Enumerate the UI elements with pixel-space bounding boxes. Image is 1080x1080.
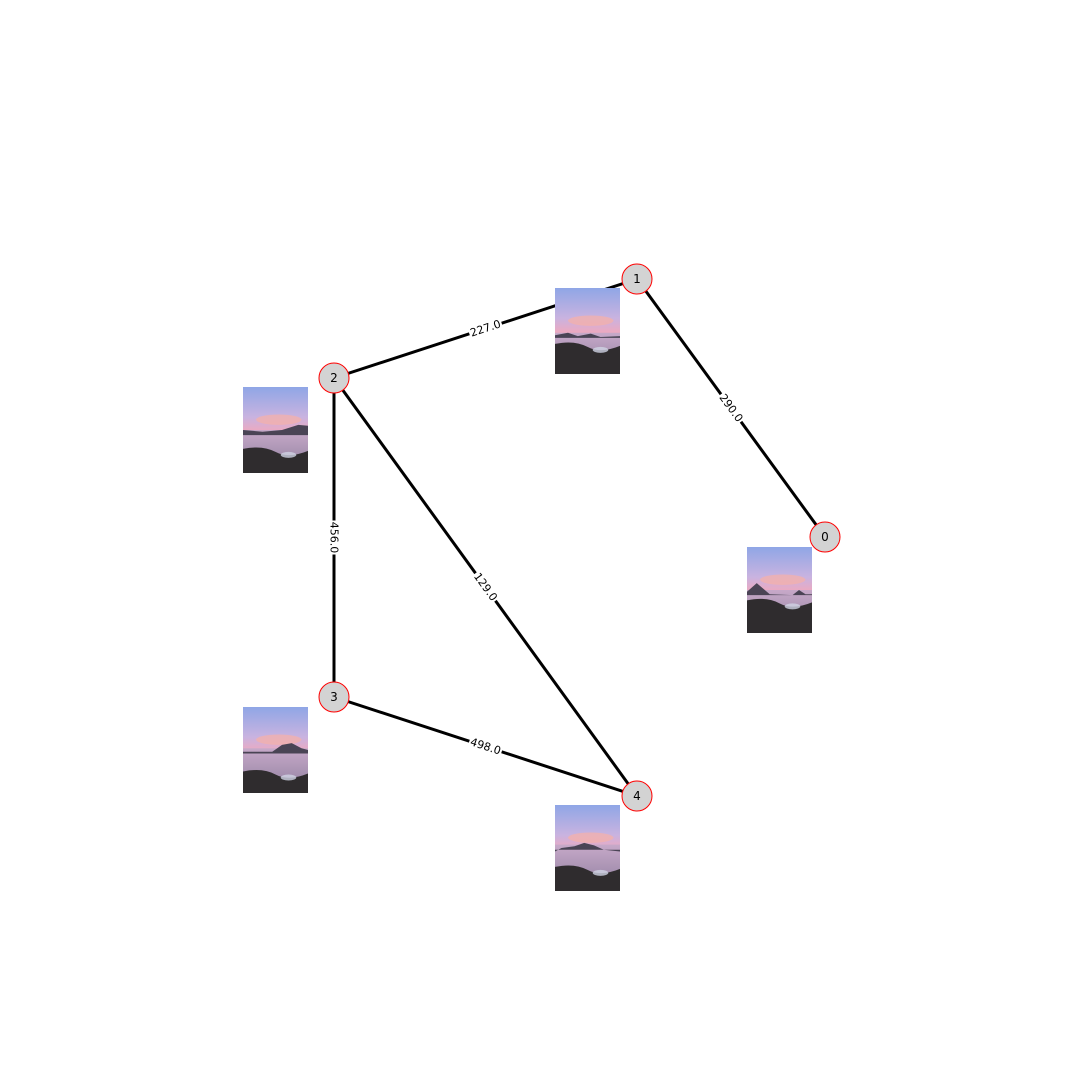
photo-hills bbox=[243, 424, 308, 436]
node-2: 2 bbox=[318, 362, 350, 394]
photo-sunset-glow bbox=[568, 832, 614, 843]
photo-sunset-glow bbox=[760, 574, 806, 585]
edge-weight-label: 498.0 bbox=[469, 735, 503, 757]
edge-label-background bbox=[327, 520, 341, 555]
photo-rocks bbox=[784, 603, 801, 610]
edge-3-4: 498.0 bbox=[333, 695, 638, 798]
photo-hills bbox=[243, 743, 308, 754]
photo-rocks bbox=[592, 346, 609, 353]
node-1-thumbnail-photo bbox=[555, 288, 620, 374]
node-0: 0 bbox=[809, 521, 841, 553]
edge-weight-label-group: 129.0 bbox=[469, 569, 502, 605]
node-3: 3 bbox=[318, 681, 350, 713]
photo-sunset-glow bbox=[568, 315, 614, 326]
node-4-thumbnail-photo bbox=[555, 805, 620, 891]
edge-weight-label-group: 227.0 bbox=[467, 316, 504, 341]
node-3-thumbnail-photo bbox=[243, 707, 308, 793]
node-label: 3 bbox=[330, 690, 338, 704]
node-0-thumbnail-photo bbox=[747, 547, 812, 633]
edge-weight-label-group: 290.0 bbox=[715, 390, 747, 426]
edge-weight-label-group: 498.0 bbox=[467, 734, 504, 759]
edge-label-background bbox=[715, 390, 747, 426]
edge-1-0: 290.0 bbox=[635, 278, 827, 538]
edge-label-background bbox=[467, 734, 504, 759]
node-2-thumbnail-photo bbox=[243, 387, 308, 473]
photo-foreground bbox=[555, 865, 620, 891]
photo-rocks bbox=[280, 774, 297, 781]
photo-foreground bbox=[243, 770, 308, 793]
edge-2-4: 129.0 bbox=[332, 377, 639, 797]
photo-hills bbox=[555, 842, 620, 852]
photo-sunset-glow bbox=[256, 414, 302, 425]
photo-sunset-glow bbox=[256, 734, 302, 745]
node-label: 2 bbox=[330, 371, 338, 385]
edge-label-background bbox=[467, 316, 504, 341]
node-label: 1 bbox=[633, 272, 641, 286]
edge-weight-label: 456.0 bbox=[328, 522, 341, 554]
edge-label-background bbox=[469, 569, 502, 605]
node-circle bbox=[621, 780, 653, 812]
photo-foreground bbox=[243, 447, 308, 473]
photo-rocks bbox=[592, 869, 609, 876]
node-circle bbox=[318, 681, 350, 713]
edge-weight-label: 227.0 bbox=[469, 317, 503, 339]
photo-hills bbox=[747, 583, 812, 596]
photo-hills bbox=[555, 332, 620, 338]
node-label: 4 bbox=[633, 789, 641, 803]
node-label: 0 bbox=[821, 530, 829, 544]
node-circle bbox=[621, 263, 653, 295]
edge-2-3: 456.0 bbox=[327, 378, 341, 697]
node-circle bbox=[318, 362, 350, 394]
edge-weight-label-group: 456.0 bbox=[327, 520, 341, 555]
node-4: 4 bbox=[621, 780, 653, 812]
node-1: 1 bbox=[621, 263, 653, 295]
photo-rocks bbox=[280, 451, 297, 458]
node-circle bbox=[809, 521, 841, 553]
